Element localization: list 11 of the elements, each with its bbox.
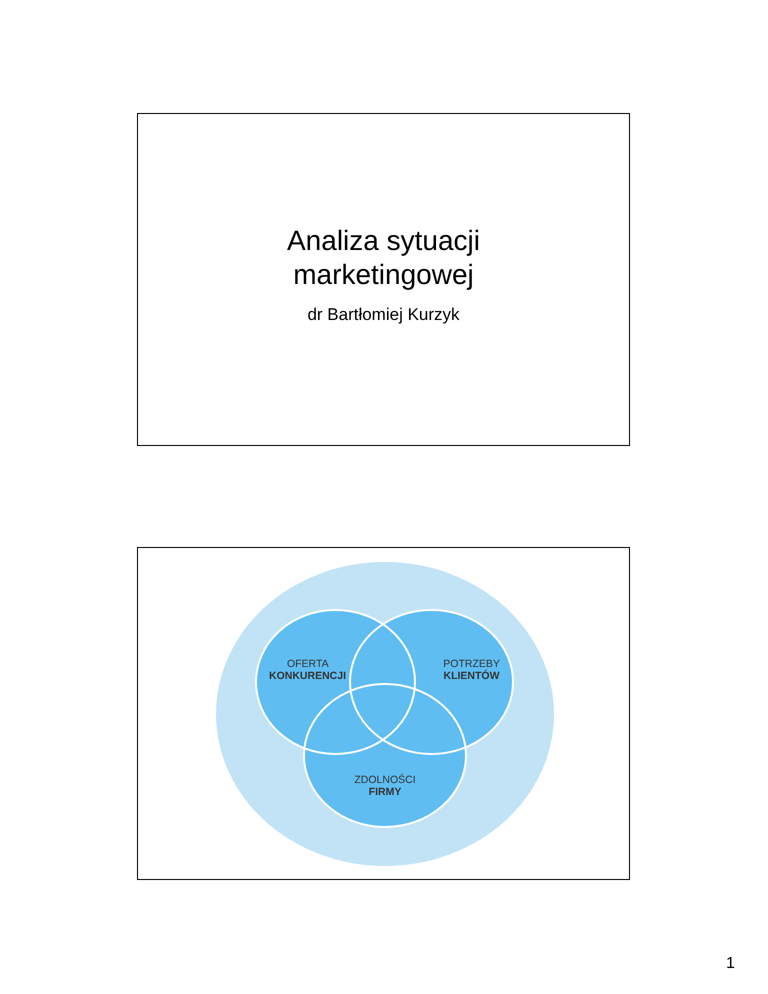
venn-circle xyxy=(255,609,416,755)
title-slide xyxy=(137,113,630,446)
slide-frame xyxy=(137,547,630,880)
venn-circle xyxy=(303,683,467,828)
circle-label: POTRZEBY KLIENTÓW xyxy=(442,658,501,682)
author-name: dr Bartłomiej Kurzyk xyxy=(307,304,460,325)
page-number: 1 xyxy=(726,955,735,973)
circle-label: ZDOLNOŚCI FIRMY xyxy=(353,773,417,798)
venn-circle xyxy=(349,609,514,755)
circle-label: OFERTA KONKURENCJI xyxy=(268,658,347,682)
slide-title: Analiza sytuacji marketingowej xyxy=(286,224,481,291)
